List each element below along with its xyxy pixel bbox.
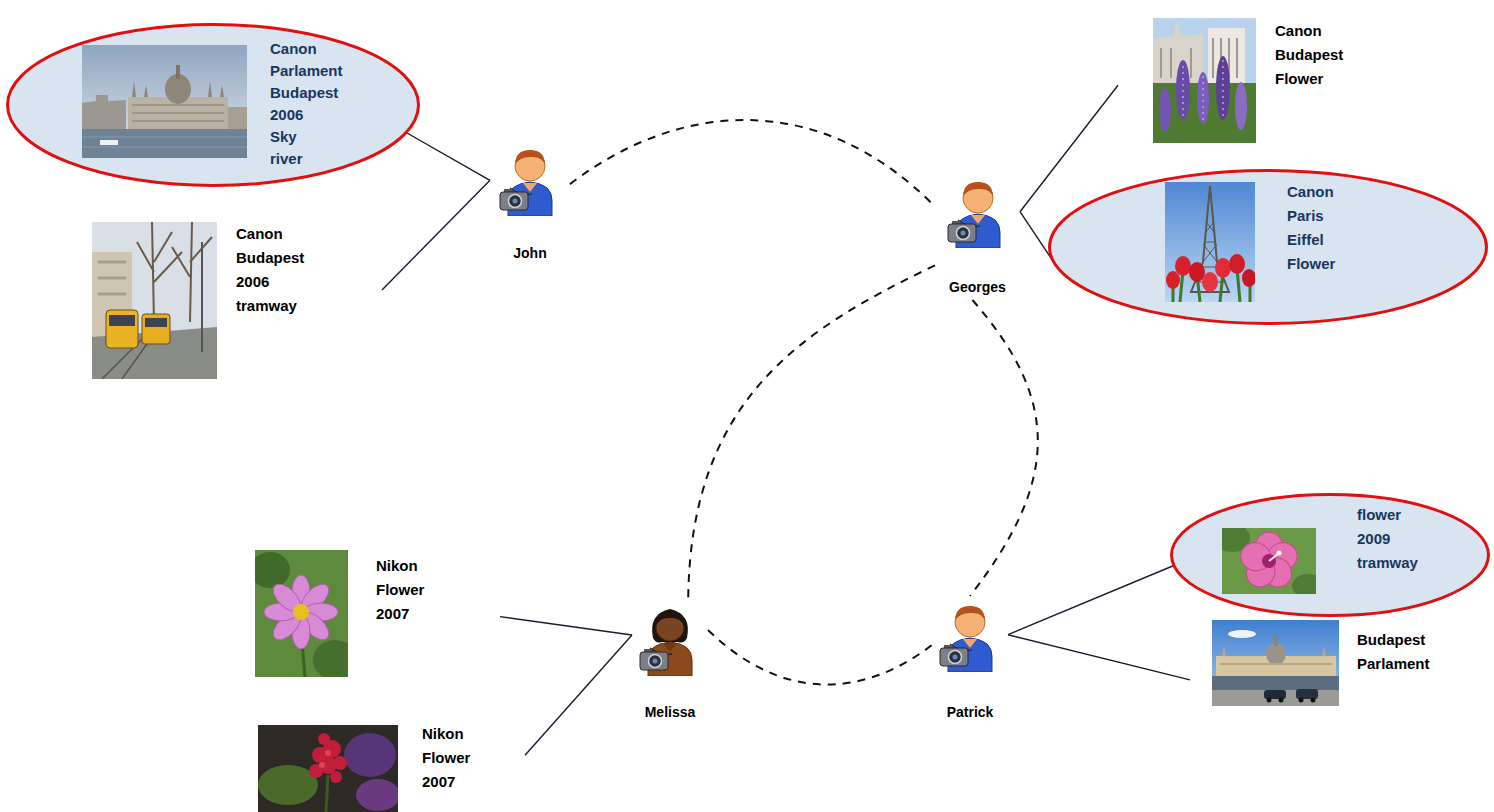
- photo-tag: Nikon: [422, 722, 470, 746]
- person-node: Patrick: [932, 596, 1008, 725]
- photo-tag: Canon: [270, 38, 343, 60]
- photo-thumbnail: [258, 725, 398, 812]
- photo-node: NikonFlower2007: [255, 548, 500, 680]
- person-node: Melissa: [632, 600, 708, 725]
- photo-tag: Flower: [1275, 67, 1343, 91]
- photo-link: [525, 635, 632, 755]
- person-name: Melissa: [632, 703, 708, 721]
- photo-tag: Eiffel: [1287, 228, 1335, 252]
- photo-thumbnail: [1222, 528, 1316, 594]
- photo-tag: Budapest: [236, 246, 304, 270]
- tag-list: NikonFlower2007: [376, 554, 424, 626]
- person-icon: [638, 604, 702, 676]
- photo-tag: 2009: [1357, 527, 1418, 551]
- photo-link: [1020, 85, 1118, 212]
- photo-tag: Budapest: [270, 82, 343, 104]
- tag-list: flower2009tramway: [1357, 503, 1418, 575]
- tag-list: BudapestParlament: [1357, 628, 1430, 676]
- photo-thumbnail: [82, 45, 247, 158]
- photo-tag: Sky: [270, 126, 343, 148]
- person-icon: [946, 176, 1010, 248]
- person-name: John: [490, 244, 570, 262]
- photo-link: [1008, 635, 1190, 680]
- photo-tag: flower: [1357, 503, 1418, 527]
- photo-tag: Budapest: [1357, 628, 1430, 652]
- photo-thumbnail: [92, 222, 217, 379]
- photo-thumbnail: [255, 550, 348, 677]
- photo-tag: Nikon: [376, 554, 424, 578]
- photo-tag: Canon: [1275, 19, 1343, 43]
- tag-list: NikonFlower2007: [422, 722, 470, 794]
- photo-tag: 2006: [270, 104, 343, 126]
- photo-tag: Parlament: [1357, 652, 1430, 676]
- photo-tag: 2007: [422, 770, 470, 794]
- photo-link: [406, 133, 490, 181]
- photo-node: BudapestParlament: [1190, 612, 1460, 705]
- person-icon: [498, 144, 562, 216]
- person-node: Georges: [935, 172, 1020, 300]
- photo-tag: Flower: [422, 746, 470, 770]
- tag-list: CanonBudapest2006tramway: [236, 222, 304, 318]
- photo-node: NikonFlower2007: [258, 722, 525, 812]
- photo-tag: Paris: [1287, 204, 1335, 228]
- photo-tag: Canon: [236, 222, 304, 246]
- photo-thumbnail: [1153, 18, 1256, 143]
- photo-node: CanonBudapestFlower: [1118, 15, 1368, 145]
- photo-tag: Flower: [1287, 252, 1335, 276]
- photo-tag: Canon: [1287, 180, 1335, 204]
- photo-link: [1008, 566, 1174, 635]
- photo-node: flower2009tramway: [1170, 493, 1490, 617]
- photo-tag: tramway: [236, 294, 304, 318]
- person-name: Patrick: [932, 703, 1008, 721]
- photo-link: [382, 180, 490, 290]
- friend-link: [570, 120, 935, 207]
- friend-link: [688, 265, 935, 600]
- tag-list: CanonBudapestFlower: [1275, 19, 1343, 91]
- friend-link: [970, 300, 1038, 596]
- photo-tag: river: [270, 148, 343, 170]
- photo-tag: tramway: [1357, 551, 1418, 575]
- photo-link: [500, 617, 632, 635]
- photo-tag: 2006: [236, 270, 304, 294]
- person-node: John: [490, 140, 570, 266]
- photo-tag: 2007: [376, 602, 424, 626]
- highlight-ellipse: [1048, 169, 1488, 325]
- person-name: Georges: [935, 278, 1020, 296]
- photo-node: CanonParisEiffelFlower: [1048, 169, 1488, 325]
- tag-list: CanonParlamentBudapest2006Skyriver: [270, 38, 343, 170]
- photo-node: CanonBudapest2006tramway: [92, 222, 382, 380]
- person-icon: [938, 600, 1002, 672]
- highlight-ellipse: [1170, 493, 1490, 617]
- friend-link: [708, 630, 932, 685]
- photo-tag: Flower: [376, 578, 424, 602]
- photo-node: CanonParlamentBudapest2006Skyriver: [6, 23, 420, 187]
- photo-tag: Parlament: [270, 60, 343, 82]
- photo-tag: Budapest: [1275, 43, 1343, 67]
- photo-thumbnail: [1212, 620, 1339, 706]
- tag-list: CanonParisEiffelFlower: [1287, 180, 1335, 276]
- photo-thumbnail: [1165, 182, 1255, 302]
